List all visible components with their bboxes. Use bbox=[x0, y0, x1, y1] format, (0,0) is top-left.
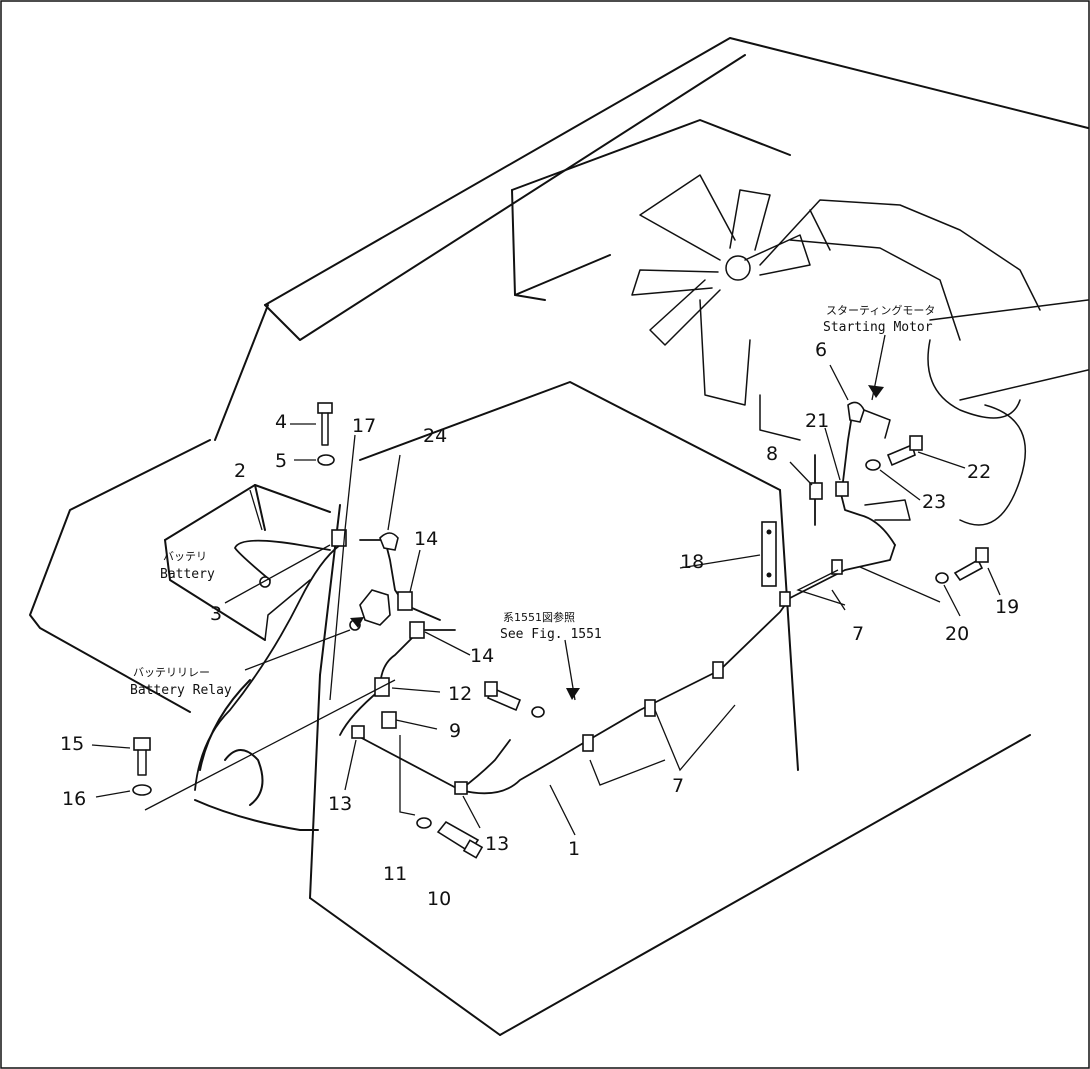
callout-7a: 7 bbox=[852, 623, 864, 645]
battery-relay-label: Battery Relay bbox=[130, 683, 232, 698]
callout-22: 22 bbox=[967, 461, 991, 483]
callout-24: 24 bbox=[423, 425, 447, 447]
callout-1: 1 bbox=[568, 838, 580, 860]
callout-numbers: 1 2 3 4 5 6 7 7 8 9 10 11 12 13 13 14 14… bbox=[60, 339, 1019, 910]
callout-7b: 7 bbox=[672, 775, 684, 797]
callout-8: 8 bbox=[766, 443, 778, 465]
callout-11: 11 bbox=[383, 863, 407, 885]
callout-16: 16 bbox=[62, 788, 86, 810]
see-fig-label-jp: 系1551図参照 bbox=[503, 610, 575, 624]
battery-label-jp: バッテリ bbox=[163, 550, 207, 563]
callout-13b: 13 bbox=[485, 833, 509, 855]
see-fig-arrow-icon bbox=[566, 688, 580, 700]
starting-motor-label-jp: スターティングモータ bbox=[826, 303, 935, 317]
callout-6: 6 bbox=[815, 339, 827, 361]
starting-motor-arrow-icon bbox=[868, 385, 884, 398]
callout-18: 18 bbox=[680, 551, 704, 573]
callout-9: 9 bbox=[449, 720, 461, 742]
callout-23: 23 bbox=[922, 491, 946, 513]
callout-4: 4 bbox=[275, 411, 287, 433]
callout-15: 15 bbox=[60, 733, 84, 755]
callout-14a: 14 bbox=[414, 528, 438, 550]
callout-10: 10 bbox=[427, 888, 451, 910]
callout-2: 2 bbox=[234, 460, 246, 482]
see-fig-label: See Fig. 1551 bbox=[500, 627, 602, 642]
battery-label: Battery bbox=[160, 567, 215, 582]
text-labels: バッテリ Battery バッテリリレー Battery Relay スターティ… bbox=[130, 303, 935, 698]
callout-19: 19 bbox=[995, 596, 1019, 618]
callout-12: 12 bbox=[448, 683, 472, 705]
callout-21: 21 bbox=[805, 410, 829, 432]
callout-14b: 14 bbox=[470, 645, 494, 667]
callout-17: 17 bbox=[352, 415, 376, 437]
callout-13a: 13 bbox=[328, 793, 352, 815]
engine bbox=[631, 174, 1089, 526]
battery-relay-label-jp: バッテリリレー bbox=[133, 666, 210, 679]
callout-3: 3 bbox=[210, 603, 222, 625]
callout-5: 5 bbox=[275, 450, 287, 472]
machine-outline bbox=[29, 37, 1089, 1036]
callout-20: 20 bbox=[945, 623, 969, 645]
relay-arrow-icon bbox=[350, 617, 364, 628]
starting-motor-label: Starting Motor bbox=[823, 320, 933, 335]
